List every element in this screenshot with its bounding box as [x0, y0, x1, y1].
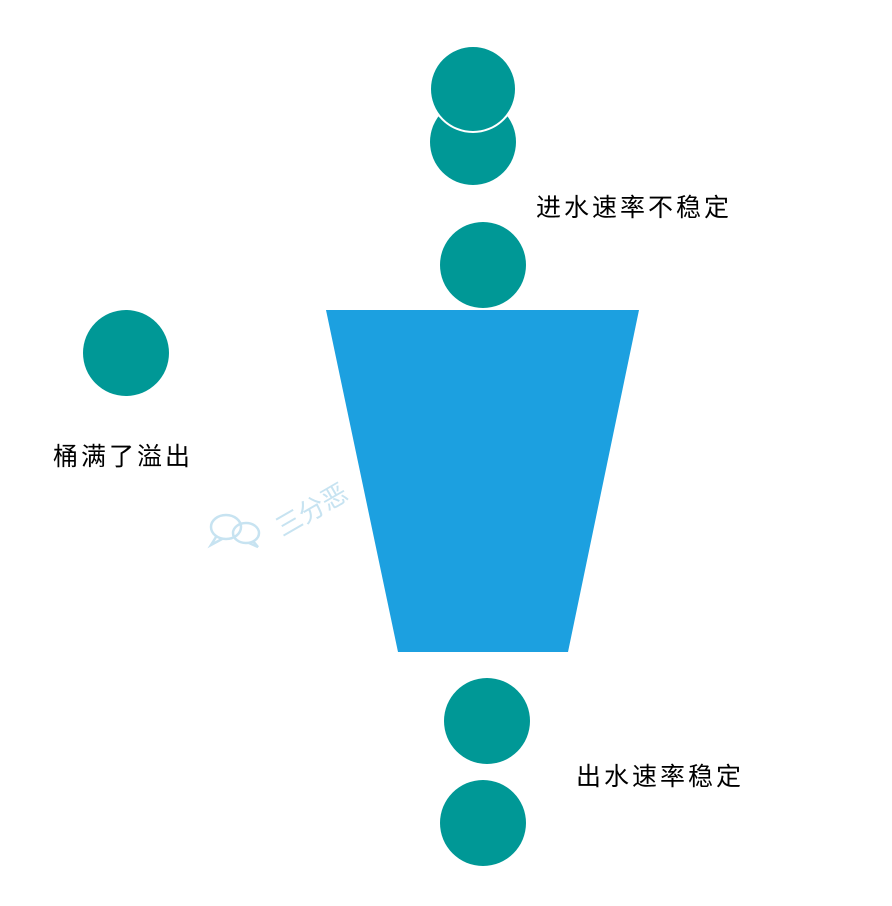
- outflow-rate-label: 出水速率稳定: [576, 762, 745, 791]
- wechat-icon: [207, 513, 261, 549]
- inflow-rate-label: 进水速率不稳定: [536, 193, 733, 222]
- water-drop-outgoing-upper: [444, 678, 530, 764]
- water-drop-incoming-top: [429, 45, 517, 133]
- bucket: [326, 310, 639, 652]
- water-drop-overflow: [83, 310, 169, 396]
- water-drop-outgoing-lower: [440, 780, 526, 866]
- water-drop-entering: [440, 222, 526, 308]
- overflow-label: 桶满了溢出: [53, 442, 194, 471]
